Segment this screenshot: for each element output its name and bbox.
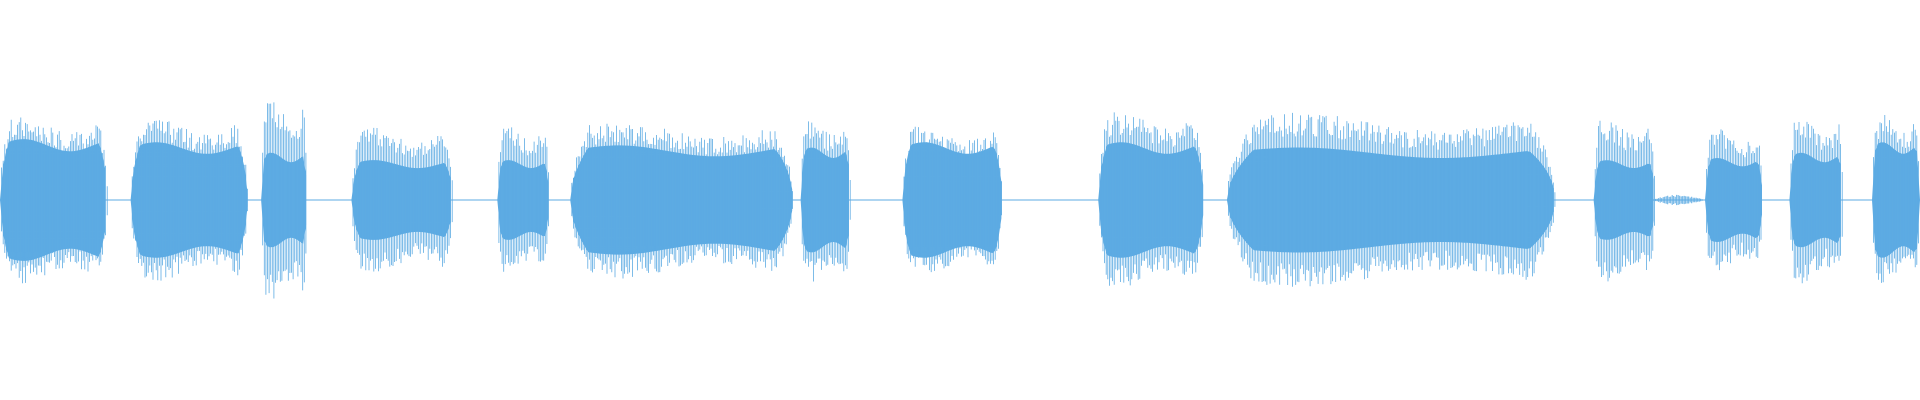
- waveform-spikes: [1873, 115, 1919, 283]
- waveform-quiet-blip: [1652, 194, 1705, 206]
- waveform-segment: [0, 117, 108, 284]
- waveform-spikes: [571, 123, 793, 279]
- waveform-spikes: [352, 127, 453, 272]
- waveform-spikes: [1790, 121, 1843, 284]
- waveform-spikes: [1706, 129, 1762, 271]
- waveform-segment: [1098, 112, 1204, 286]
- waveform-segment: [570, 123, 793, 279]
- waveform-spikes: [1228, 112, 1556, 287]
- waveform-spikes: [1, 117, 108, 284]
- waveform-segment: [261, 102, 307, 299]
- waveform-spikes: [262, 102, 307, 299]
- waveform-segment: [497, 127, 549, 272]
- waveform-segment: [800, 121, 851, 282]
- waveform-segment: [1705, 129, 1762, 271]
- waveform-segment: [1593, 120, 1655, 282]
- waveform-spikes: [1099, 112, 1203, 286]
- waveform-segment: [1226, 112, 1556, 287]
- waveform-segment: [902, 126, 1002, 273]
- waveform-segment: [351, 127, 453, 272]
- waveform-segment: [1789, 121, 1843, 284]
- waveform-spikes: [903, 126, 1002, 273]
- waveform-spikes: [131, 120, 248, 281]
- waveform-spikes: [498, 127, 549, 272]
- waveform-spikes: [801, 121, 851, 282]
- waveform-segment: [130, 120, 248, 281]
- waveform-segment: [1872, 115, 1920, 283]
- waveform-spikes: [1594, 120, 1655, 282]
